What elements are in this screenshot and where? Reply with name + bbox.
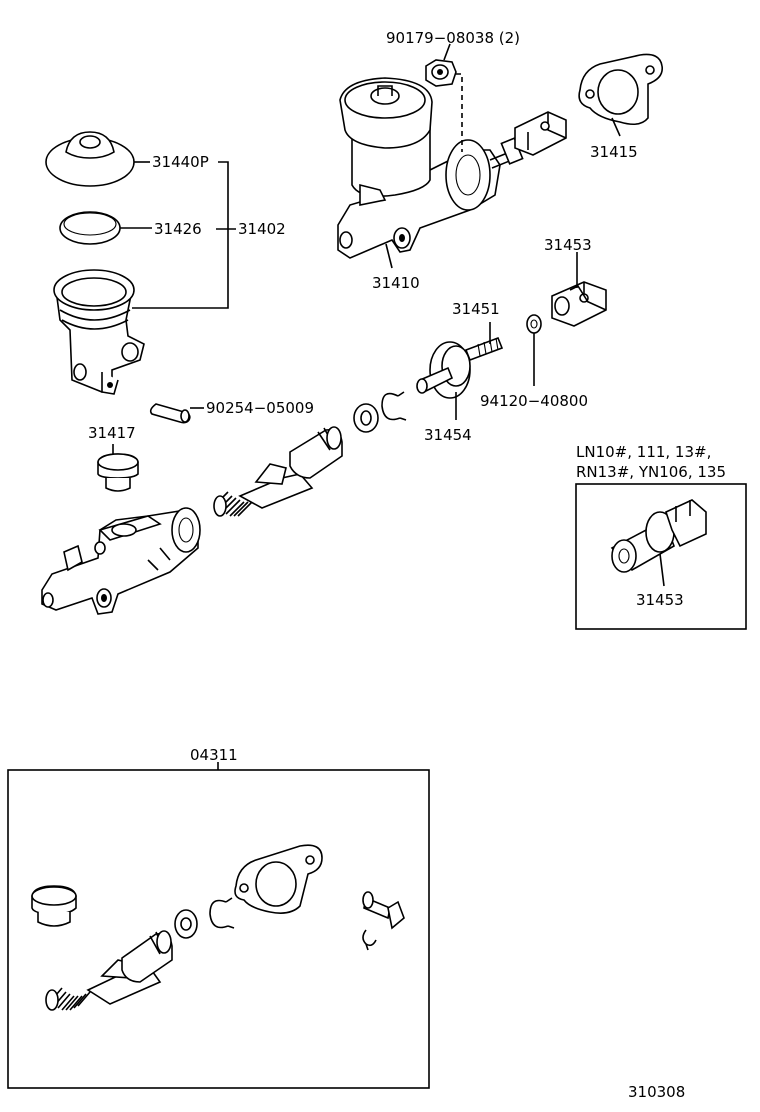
kit-box-04311 [7, 762, 430, 1089]
reference-number: 310308 [628, 1083, 685, 1101]
clevis-top [514, 111, 567, 156]
label-31440P: 31440P [152, 153, 209, 171]
leader-lines-middle [385, 43, 621, 420]
boot-31454 [416, 341, 471, 399]
label-04311: 04311 [190, 746, 238, 764]
variant-line-2: RN13#, YN106, 135 [576, 463, 726, 481]
label-31426: 31426 [154, 220, 202, 238]
master-cylinder-assembly [337, 73, 524, 259]
piston-spring-middle [213, 426, 343, 517]
snap-ring-middle [381, 391, 407, 421]
reservoir-cap-31440P [45, 131, 135, 187]
push-rod-31451 [464, 336, 504, 362]
gasket-31415 [578, 53, 664, 126]
label-31453-top: 31453 [544, 236, 592, 254]
leader-lines-top-left [112, 161, 236, 456]
label-31453-variant: 31453 [636, 591, 684, 609]
variant-box [575, 483, 747, 630]
labels: 90179−08038 (2) 31415 31440P 31426 31402… [88, 29, 726, 1101]
label-90254: 90254−05009 [206, 399, 314, 417]
label-31415: 31415 [590, 143, 638, 161]
label-31417: 31417 [88, 424, 136, 442]
nut-94120 [526, 314, 542, 334]
reservoir-31402 [53, 269, 145, 395]
label-90179: 90179−08038 (2) [386, 29, 520, 47]
label-31402: 31402 [238, 220, 286, 238]
label-31451: 31451 [452, 300, 500, 318]
plug-31417 [97, 453, 139, 492]
label-31454: 31454 [424, 426, 472, 444]
cylinder-body-exploded [41, 507, 201, 615]
label-31410: 31410 [372, 274, 420, 292]
diaphragm-31426 [59, 211, 121, 245]
pin-90254 [149, 403, 191, 424]
variant-line-1: LN10#, 111, 13#, [576, 443, 711, 461]
washer-middle [353, 403, 379, 433]
label-94120: 94120−40800 [480, 392, 588, 410]
nut-90179 [425, 59, 457, 87]
clevis-31453 [551, 281, 607, 327]
